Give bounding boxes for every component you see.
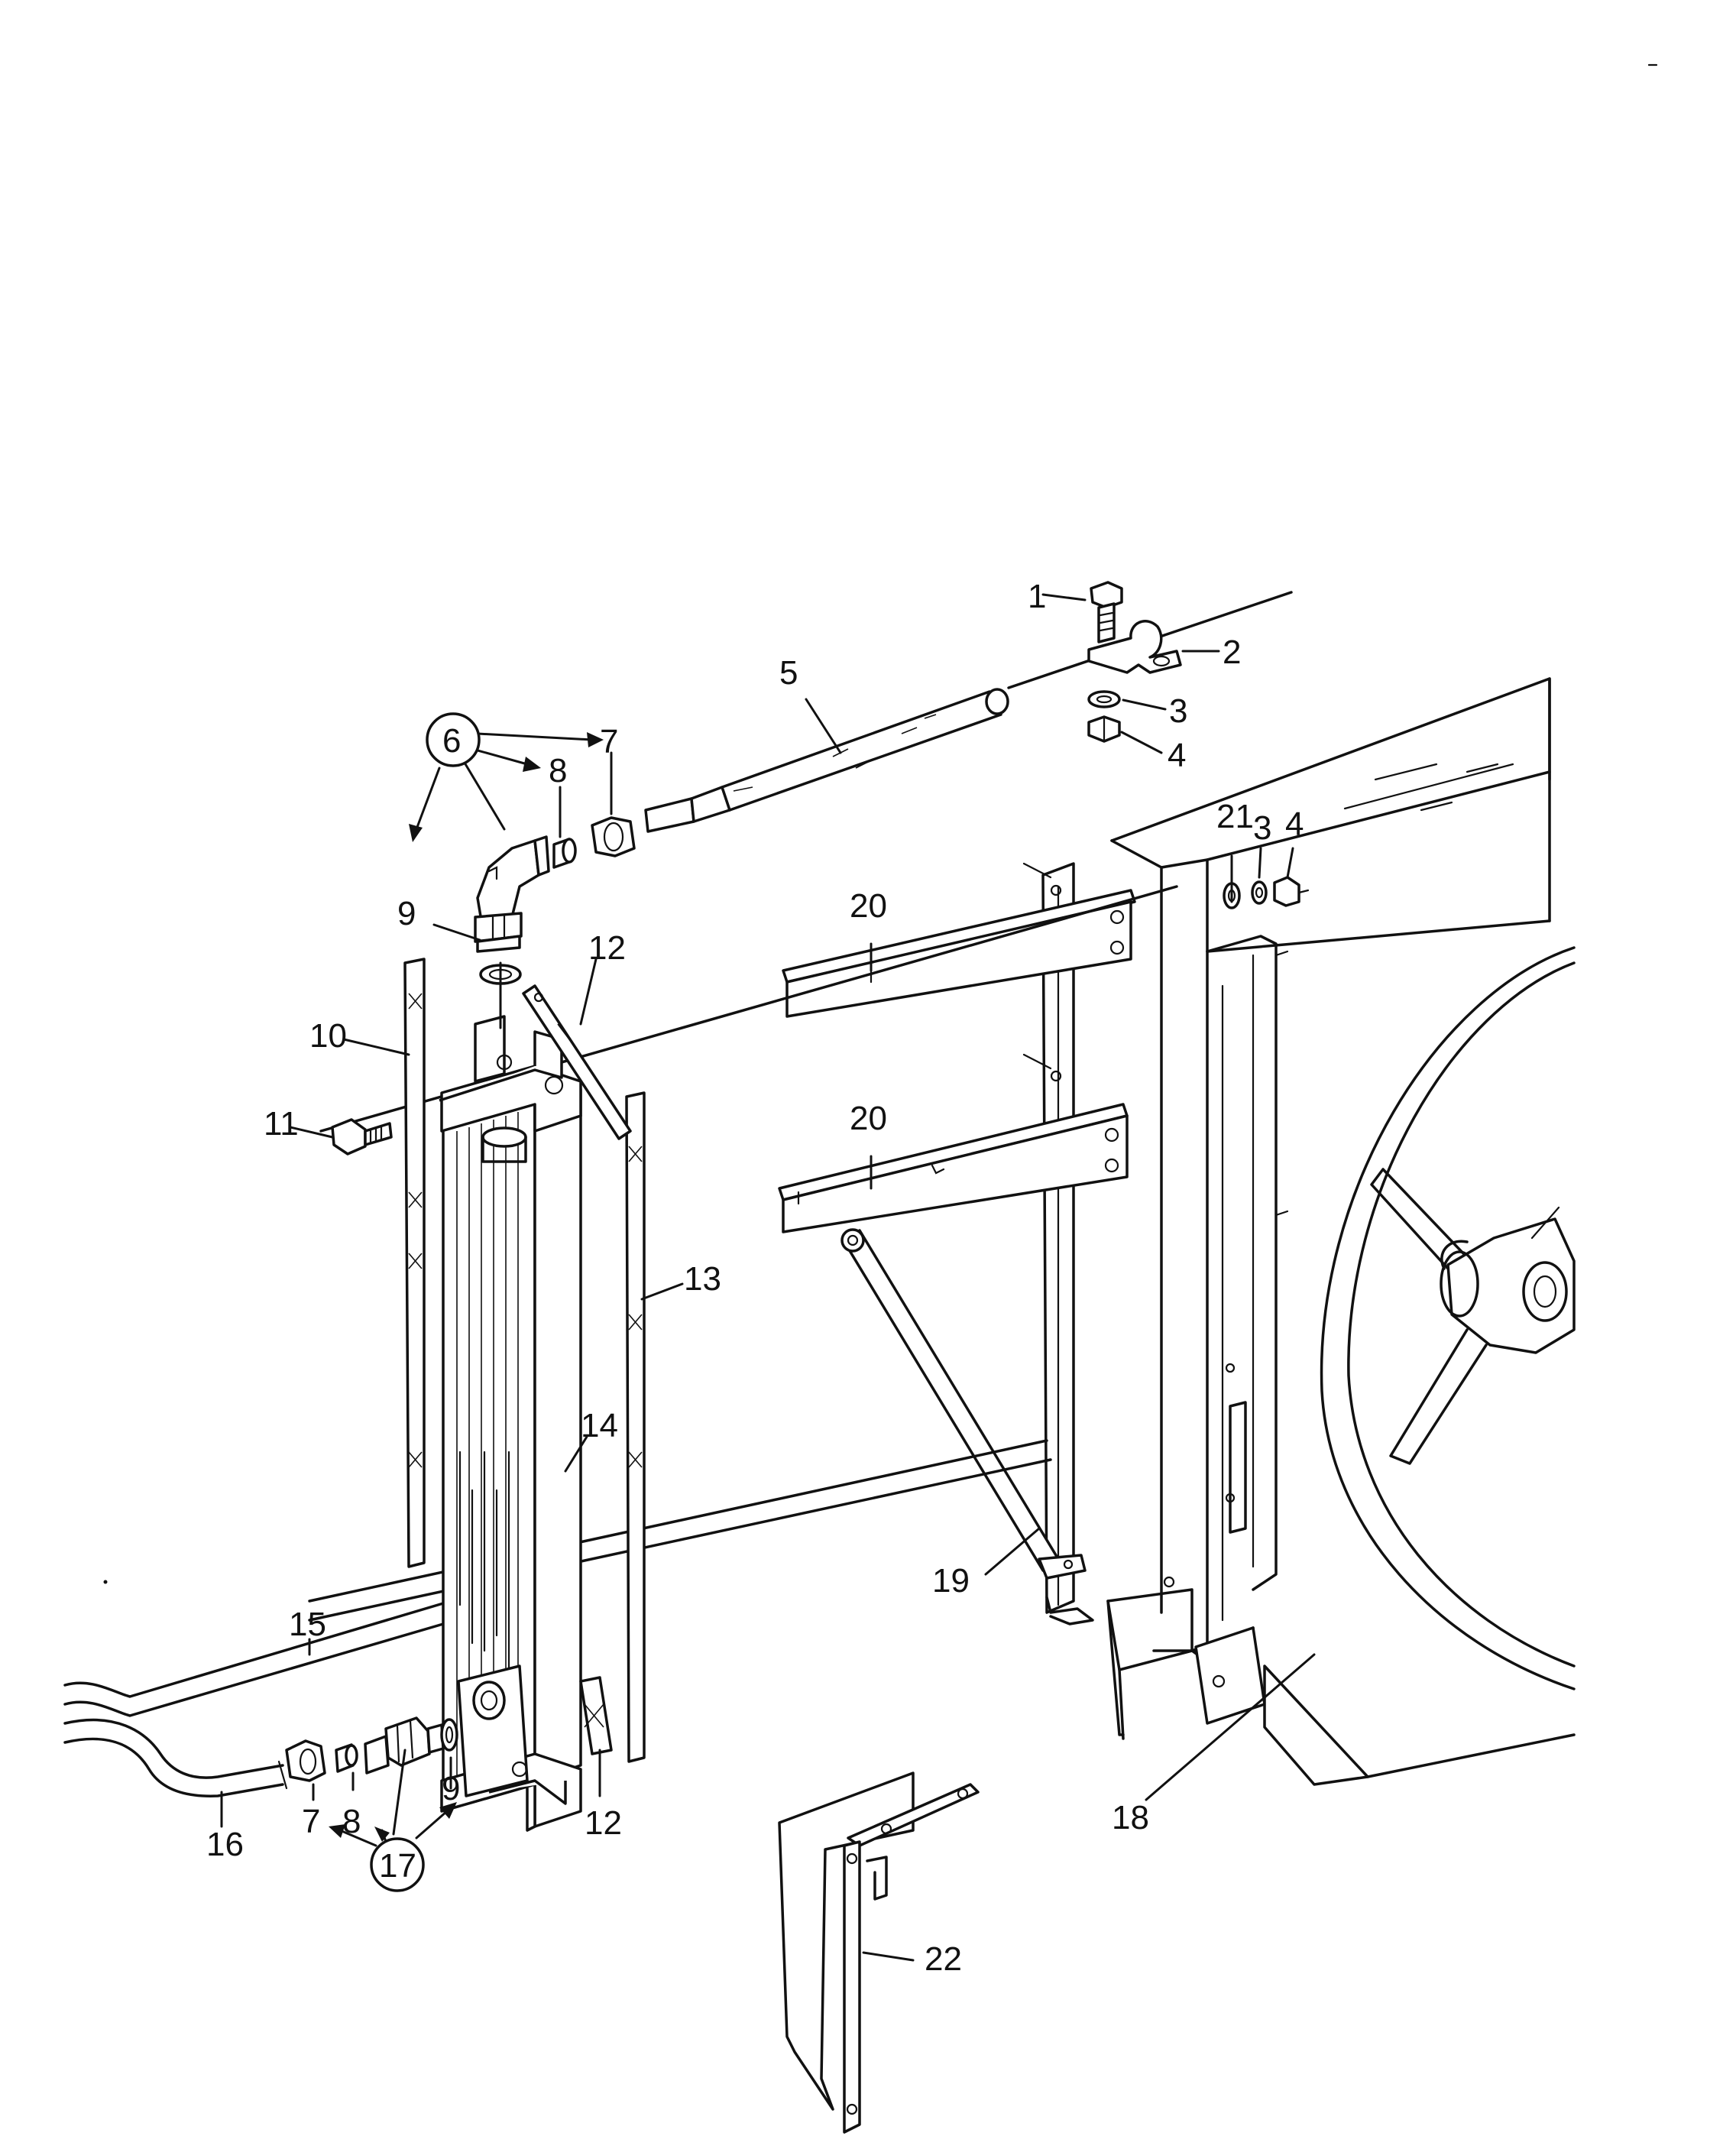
label-15: 15	[289, 1606, 326, 1643]
label-9-upper: 9	[397, 895, 416, 932]
support-arm-20-upper	[782, 889, 1136, 1018]
label-7-upper: 7	[600, 723, 618, 760]
fan-shroud	[1110, 677, 1576, 1778]
callout-labels: 1 2 3 4 5 6 7 8 9 10 11 12 12 13 14 15 1…	[206, 578, 1304, 1978]
nut-7-lower	[285, 1739, 326, 1782]
label-3-right: 3	[1253, 809, 1271, 847]
label-19: 19	[932, 1562, 970, 1600]
callout-ring-17	[370, 1837, 425, 1892]
label-20-upper: 20	[850, 887, 887, 925]
plate-12-upper	[522, 984, 632, 1140]
connector-17	[364, 1716, 445, 1775]
leader-lines	[220, 593, 1316, 1962]
cooler-fins	[456, 1112, 519, 1781]
bolt-11	[331, 1118, 393, 1156]
label-8-lower: 8	[342, 1803, 361, 1840]
hose-15-and-pipe-16	[63, 1439, 1052, 1797]
label-13: 13	[684, 1260, 721, 1298]
label-21: 21	[1216, 798, 1254, 835]
elbow-fitting-6	[474, 835, 550, 953]
lock-washer-3-upper	[1087, 690, 1121, 708]
label-20-lower: 20	[850, 1100, 887, 1137]
label-8-upper: 8	[549, 752, 567, 789]
label-11: 11	[264, 1105, 299, 1143]
bolt-1	[1090, 581, 1123, 643]
mounting-bracket-22	[778, 1771, 980, 2134]
lock-washer-3-right	[1251, 880, 1268, 905]
gusset-bracket-18	[1194, 1626, 1369, 1786]
label-10: 10	[309, 1017, 347, 1055]
label-18: 18	[1112, 1799, 1149, 1836]
label-7-lower: 7	[302, 1803, 320, 1840]
label-4-upper: 4	[1168, 737, 1186, 774]
label-12-lower: 12	[585, 1804, 622, 1842]
hose-5	[644, 688, 1009, 833]
plate-12-lower	[579, 1676, 613, 1755]
label-1: 1	[1028, 578, 1046, 615]
nut-7-upper	[591, 816, 636, 857]
label-12-upper: 12	[588, 929, 626, 967]
oil-cooler-14	[439, 1015, 582, 1832]
fan-hub	[1440, 1217, 1576, 1354]
label-4-right: 4	[1285, 805, 1304, 843]
clamp-2	[1087, 620, 1182, 674]
sleeve-8-lower	[335, 1743, 358, 1773]
label-5: 5	[779, 654, 798, 692]
o-ring-9-lower	[440, 1718, 458, 1752]
frame-posts	[1022, 862, 1289, 1740]
nut-4-right	[1273, 876, 1310, 907]
nut-4-upper	[1087, 715, 1121, 743]
label-6: 6	[442, 722, 461, 760]
callout-ring-6	[426, 712, 481, 767]
label-22: 22	[925, 1940, 962, 1978]
support-arm-20-lower	[778, 1103, 1129, 1233]
sleeve-8-upper	[552, 838, 577, 869]
stray-dot	[103, 1580, 108, 1584]
label-14: 14	[581, 1407, 618, 1444]
label-2: 2	[1223, 634, 1241, 671]
label-9-lower: 9	[442, 1770, 460, 1807]
seal-strip-10	[403, 958, 426, 1568]
label-17: 17	[379, 1847, 416, 1885]
seal-strip-13	[625, 1091, 646, 1763]
diagonal-brace-19	[840, 1228, 1087, 1580]
label-3-upper: 3	[1169, 692, 1187, 730]
label-16: 16	[206, 1826, 244, 1863]
